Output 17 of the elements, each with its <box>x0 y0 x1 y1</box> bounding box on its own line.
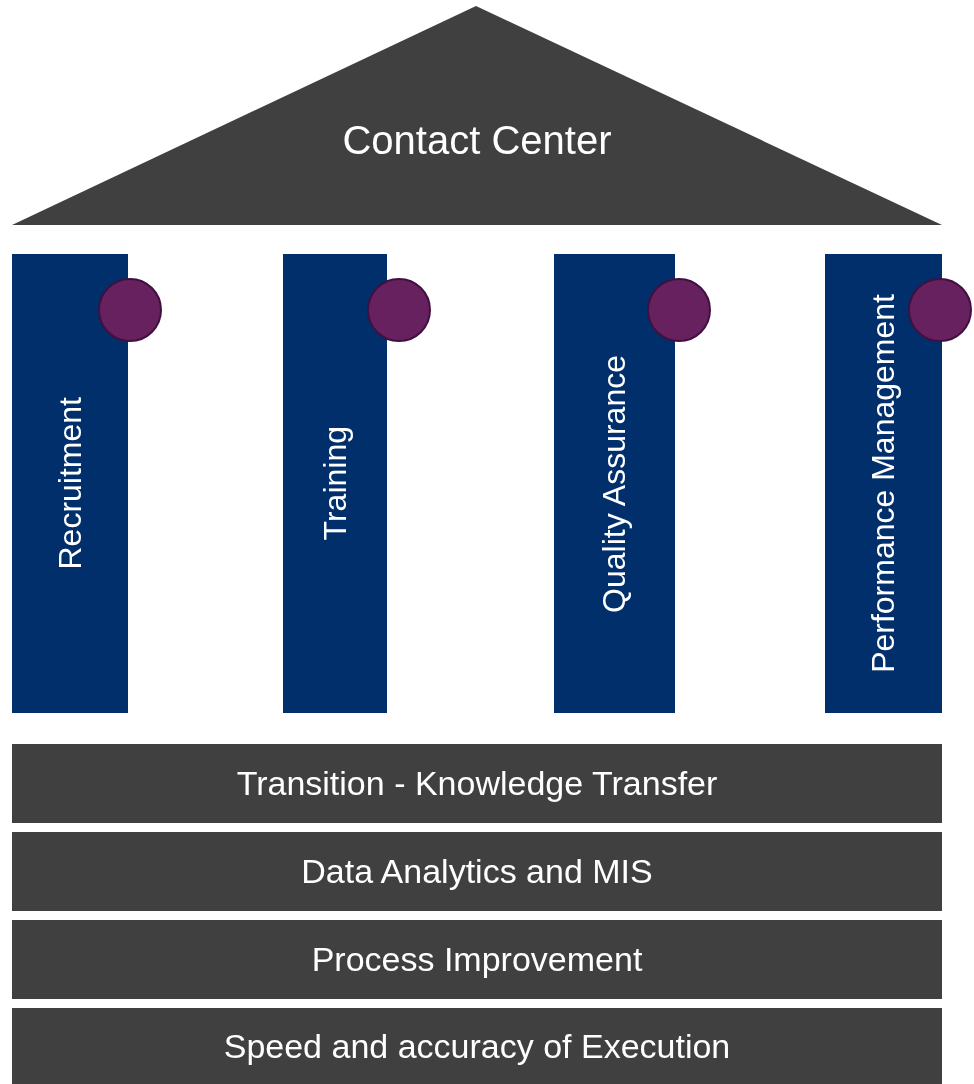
pillar-box <box>12 254 128 713</box>
pillar-label: Performance Management <box>865 294 902 673</box>
pillar-box <box>825 254 942 713</box>
band-label: Speed and accuracy of Execution <box>223 1026 731 1066</box>
pillar-label: Quality Assurance <box>596 354 633 613</box>
band-label: Process Improvement <box>311 940 643 979</box>
pillar-box <box>283 254 387 713</box>
band-label: Data Analytics and MIS <box>301 852 653 891</box>
pillar-label: Recruitment <box>51 397 89 570</box>
band-label: Transition - Knowledge Transfer <box>236 764 718 803</box>
pillar-label: Training <box>316 426 354 541</box>
foundation-band <box>12 920 942 999</box>
foundation-band <box>12 832 942 911</box>
foundation-band <box>12 744 942 823</box>
roof-title: Contact Center <box>342 118 612 163</box>
pillar-box <box>554 254 675 713</box>
foundation-band <box>12 1008 942 1084</box>
